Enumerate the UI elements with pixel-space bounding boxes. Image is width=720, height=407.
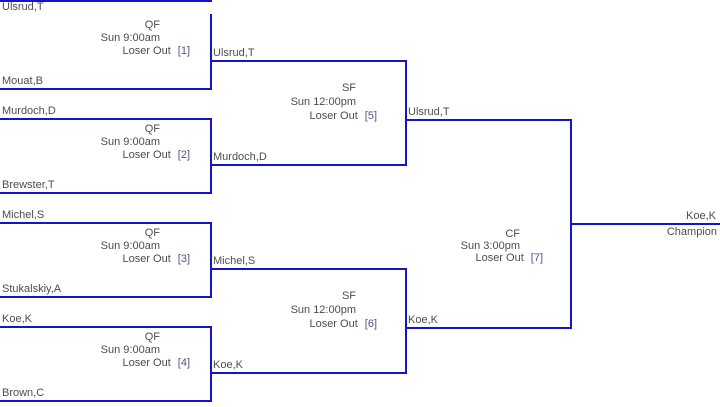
- game-round-label: SF: [341, 82, 356, 94]
- bracket-line-qf4-vertical: [210, 326, 212, 402]
- game-loser-rule: Loser Out [7]: [475, 252, 543, 265]
- bracket-line-qf1-vertical: [210, 14, 212, 90]
- game-time-label: Sun 12:00pm: [290, 96, 356, 108]
- loser-out-label: Loser Out: [122, 253, 171, 265]
- game-number: [7]: [530, 252, 543, 264]
- winner-name: Murdoch,D: [213, 151, 267, 163]
- game-time-label: Sun 9:00am: [100, 344, 160, 356]
- game-time-label: Sun 9:00am: [100, 136, 160, 148]
- game-round-label: QF: [144, 123, 160, 135]
- winner-name: Ulsrud,T: [408, 106, 450, 118]
- bracket-line-qf4-bottom: [0, 400, 212, 402]
- bracket-line-qf1-top: [0, 0, 212, 2]
- game-round-label: QF: [144, 227, 160, 239]
- bracket-line-qf3-top: [0, 222, 212, 224]
- champion-name: Koe,K: [686, 210, 716, 222]
- game-number: [3]: [177, 253, 190, 265]
- game-round-label: SF: [341, 290, 356, 302]
- bracket-line-qf1-bottom: [0, 88, 212, 90]
- winner-name: Ulsrud,T: [213, 47, 255, 59]
- bracket-line-cf-bottom: [405, 327, 572, 329]
- loser-out-label: Loser Out: [309, 110, 358, 122]
- winner-name: Michel,S: [213, 255, 256, 267]
- bracket-line-sf1-vertical: [405, 60, 407, 166]
- bracket-line-qf2-top: [0, 118, 212, 120]
- entrant-name: Mouat,B: [2, 75, 43, 87]
- bracket-line-qf3-bottom: [0, 296, 212, 298]
- bracket-line-qf2-bottom: [0, 192, 212, 194]
- entrant-name: Brewster,T: [2, 179, 55, 191]
- winner-name: Koe,K: [213, 359, 243, 371]
- game-loser-rule: Loser Out [6]: [309, 318, 377, 331]
- loser-out-label: Loser Out: [309, 318, 358, 330]
- game-loser-rule: Loser Out [4]: [122, 357, 190, 370]
- bracket-line-sf2-bottom: [210, 372, 407, 374]
- entrant-name: Michel,S: [2, 209, 45, 221]
- entrant-name: Murdoch,D: [2, 105, 56, 117]
- entrant-name: Ulsrud,T: [2, 1, 44, 13]
- game-loser-rule: Loser Out [2]: [122, 149, 190, 162]
- entrant-name: Koe,K: [2, 313, 32, 325]
- bracket-line-cf-vertical: [570, 119, 572, 329]
- bracket-line-champion: [570, 223, 720, 225]
- loser-out-label: Loser Out: [122, 149, 171, 161]
- game-time-label: Sun 12:00pm: [290, 304, 356, 316]
- bracket-line-qf4-top: [0, 326, 212, 328]
- loser-out-label: Loser Out: [122, 357, 171, 369]
- loser-out-label: Loser Out: [122, 45, 171, 57]
- game-round-label: QF: [144, 19, 160, 31]
- bracket-line-cf-top: [405, 119, 572, 121]
- game-loser-rule: Loser Out [1]: [122, 45, 190, 58]
- game-round-label: CF: [505, 228, 520, 240]
- game-number: [5]: [364, 110, 377, 122]
- game-time-label: Sun 9:00am: [100, 240, 160, 252]
- loser-out-label: Loser Out: [475, 252, 524, 264]
- winner-name: Koe,K: [408, 314, 438, 326]
- bracket-line-sf1-top: [210, 60, 407, 62]
- bracket-line-qf3-vertical: [210, 222, 212, 298]
- bracket-line-sf2-top: [210, 268, 407, 270]
- champion-label: Champion: [666, 226, 717, 238]
- game-number: [4]: [177, 357, 190, 369]
- game-time-label: Sun 9:00am: [100, 32, 160, 44]
- entrant-name: Stukalskiy,A: [2, 283, 62, 295]
- bracket-line-qf2-vertical: [210, 118, 212, 194]
- game-loser-rule: Loser Out [3]: [122, 253, 190, 266]
- game-round-label: QF: [144, 331, 160, 343]
- game-number: [1]: [177, 45, 190, 57]
- game-number: [6]: [364, 318, 377, 330]
- bracket-line-sf1-bottom: [210, 164, 407, 166]
- bracket-line-sf2-vertical: [405, 268, 407, 374]
- game-loser-rule: Loser Out [5]: [309, 110, 377, 123]
- game-time-label: Sun 3:00pm: [460, 240, 520, 252]
- entrant-name: Brown,C: [2, 387, 45, 399]
- game-number: [2]: [177, 149, 190, 161]
